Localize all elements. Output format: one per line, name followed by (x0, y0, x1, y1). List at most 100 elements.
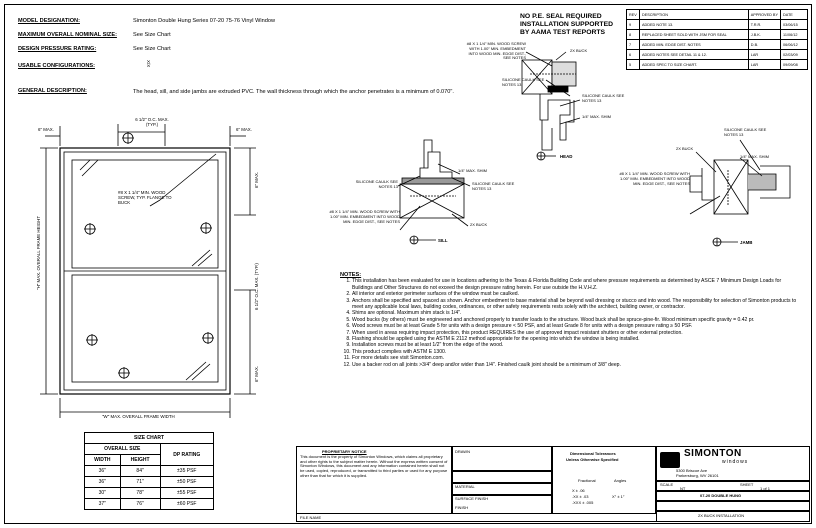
address-line-1: 5300 Briscoe Ave (676, 468, 708, 473)
list-item: Installation screws must be at least 1/2… (352, 342, 800, 348)
seal-statement: NO P.E. SEAL REQUIRED INSTALLATION SUPPO… (520, 13, 613, 37)
material-label: MATERIAL (455, 484, 475, 489)
list-item: Anchors shall be specified and spaced as… (352, 298, 800, 311)
usable-config-label: USABLE CONFIGURATIONS: (18, 63, 95, 69)
size-chart-group-header: OVERALL SIZE (84, 443, 161, 455)
model-designation-value: Simonton Double Hung Series 07-20 75-76 … (133, 18, 275, 24)
divider (656, 510, 810, 512)
sill-screw-callout: #8 X 1 1/4" MIN. WOOD SCREW WITH 1.00" M… (329, 209, 400, 224)
drawing-title: 07-20 DOUBLE HUNG (700, 493, 742, 498)
file-name-label: FILE NAME (300, 515, 322, 520)
notes-section: NOTES: This installation has been evalua… (340, 272, 800, 368)
sill-shim-callout: 1/4" MAX. SHIM (458, 168, 487, 173)
divider (656, 500, 810, 502)
company-logo-icon (660, 452, 680, 468)
finish-label: FINISH (455, 505, 469, 510)
seal-line-3: BY AAMA TEST REPORTS (520, 29, 606, 36)
list-item: For more details see visit Simonton.com. (352, 355, 800, 361)
size-chart-header-width: WIDTH (84, 454, 121, 466)
head-screw-callout: #8 X 1 1/4" MIN. WOOD SCREW WITH 1.00" M… (466, 41, 526, 61)
notice-text: This document is the property of Simonto… (300, 454, 448, 478)
drawing-subtitle: 2X BUCK INSTALLATION (698, 513, 745, 518)
list-item: Wood screws must be at least Grade 5 for… (352, 323, 800, 329)
fractional-label: Fractional (578, 478, 596, 483)
angles-value: X° ± 1° (612, 494, 625, 499)
company-name: SIMONTON (684, 448, 742, 459)
divider (656, 480, 810, 482)
usable-config-value: X/X (146, 60, 151, 68)
sheet-border (4, 4, 812, 524)
rev-cell: 5 (626, 59, 640, 70)
size-chart-title: SIZE CHART (84, 432, 214, 444)
screw-callout: #8 X 1 1/4" MIN. WOOD SCREW, TYP. FLANGE… (118, 190, 172, 205)
head-caulk-callout-2: SILICONE CAULK SEE NOTES 13 (582, 93, 625, 103)
head-shim-callout: 1/4" MAX. SHIM (582, 114, 611, 119)
divider (452, 494, 552, 496)
size-cell: ±35 PSF (159, 465, 215, 477)
divider (452, 482, 552, 484)
company-box (656, 446, 810, 522)
list-item: All interior and exterior perimeter surf… (352, 291, 800, 297)
design-pressure-value: See Size Chart (133, 46, 171, 52)
rev-cell: LAR (747, 59, 782, 70)
material-box (452, 446, 552, 514)
drawn-label: DRAWN (455, 449, 470, 454)
size-cell: ±60 PSF (159, 498, 215, 510)
tolerance-title: Dimensional Tolerances (570, 451, 616, 456)
tolerance-sub: Unless Otherwise Specified (566, 457, 619, 462)
list-item: This installation has been evaluated for… (352, 278, 800, 291)
notes-list: This installation has been evaluated for… (340, 278, 800, 368)
head-caulk-callout-1: SILICONE CAULK SEE NOTES 13 (502, 77, 545, 87)
sheet-label: SHEET (740, 482, 754, 487)
model-designation-label: MODEL DESIGNATION: (18, 18, 80, 24)
max-size-label: MAXIMUM OVERALL NOMINAL SIZE: (18, 32, 117, 38)
size-cell: 71" (119, 476, 161, 488)
size-cell: 84" (119, 465, 161, 477)
table-row: 30"78"±55 PSF (84, 487, 215, 499)
table-row: 37"76"±60 PSF (84, 498, 215, 510)
decimal-2: .XX ± .03 (572, 494, 589, 499)
decimal-1: X ± .06 (572, 488, 585, 493)
sill-caulk-callout-1: SILICONE CAULK SEE NOTES 13 (355, 179, 398, 189)
jamb-screw-callout: #8 X 1 1/4" MIN. WOOD SCREW WITH 1.00" M… (619, 171, 690, 186)
sill-title: SILL (438, 238, 448, 243)
max-size-value: See Size Chart (133, 32, 171, 38)
list-item: Use a backer rod on all joints >3/4" dee… (352, 362, 800, 368)
seal-line-2: INSTALLATION SUPPORTED (520, 21, 614, 28)
sheet-value: 1 of 1 (760, 486, 771, 491)
decimal-3: .XXX ± .005 (572, 500, 594, 505)
scale-value: NT (680, 486, 686, 491)
sill-buck-callout: 2X BUCK (470, 222, 488, 227)
dim-top-right: 6" MAX. (236, 127, 252, 132)
jamb-shim-callout: 1/4" MAX. SHIM (740, 154, 769, 159)
size-cell: 30" (84, 487, 121, 499)
notice-box (296, 446, 452, 514)
divider (656, 490, 810, 492)
divider (452, 470, 552, 472)
table-row: 36"71"±50 PSF (84, 476, 215, 488)
size-cell: ±55 PSF (159, 487, 215, 499)
list-item: Flashing should be applied using the AST… (352, 336, 800, 342)
angles-label: Angles (614, 478, 627, 483)
notes-title: NOTES: (340, 272, 362, 278)
dim-top-center: 6 1/2" O.C. MAX. (TYP.) (135, 117, 169, 127)
company-sub: windows (722, 459, 749, 465)
head-title: HEAD (560, 154, 573, 159)
size-cell: 78" (119, 487, 161, 499)
head-buck-callout: 2X BUCK (570, 48, 588, 53)
upper-sash (71, 159, 219, 269)
dim-overall-width: "W" MAX. OVERALL FRAME WIDTH (102, 414, 175, 419)
size-chart-header-height: HEIGHT (119, 454, 161, 466)
jamb-buck-callout: 2X BUCK (676, 146, 694, 151)
table-row: 36"84"±35 PSF (84, 465, 215, 477)
size-chart: SIZE CHART OVERALL SIZE DP RATING WIDTH … (84, 432, 215, 510)
list-item: Wood bucks (by others) must be engineere… (352, 317, 800, 323)
surface-label: SURFACE FINISH (455, 496, 489, 501)
scale-label: SCALE (660, 482, 674, 487)
window-frame-outer (59, 147, 231, 395)
